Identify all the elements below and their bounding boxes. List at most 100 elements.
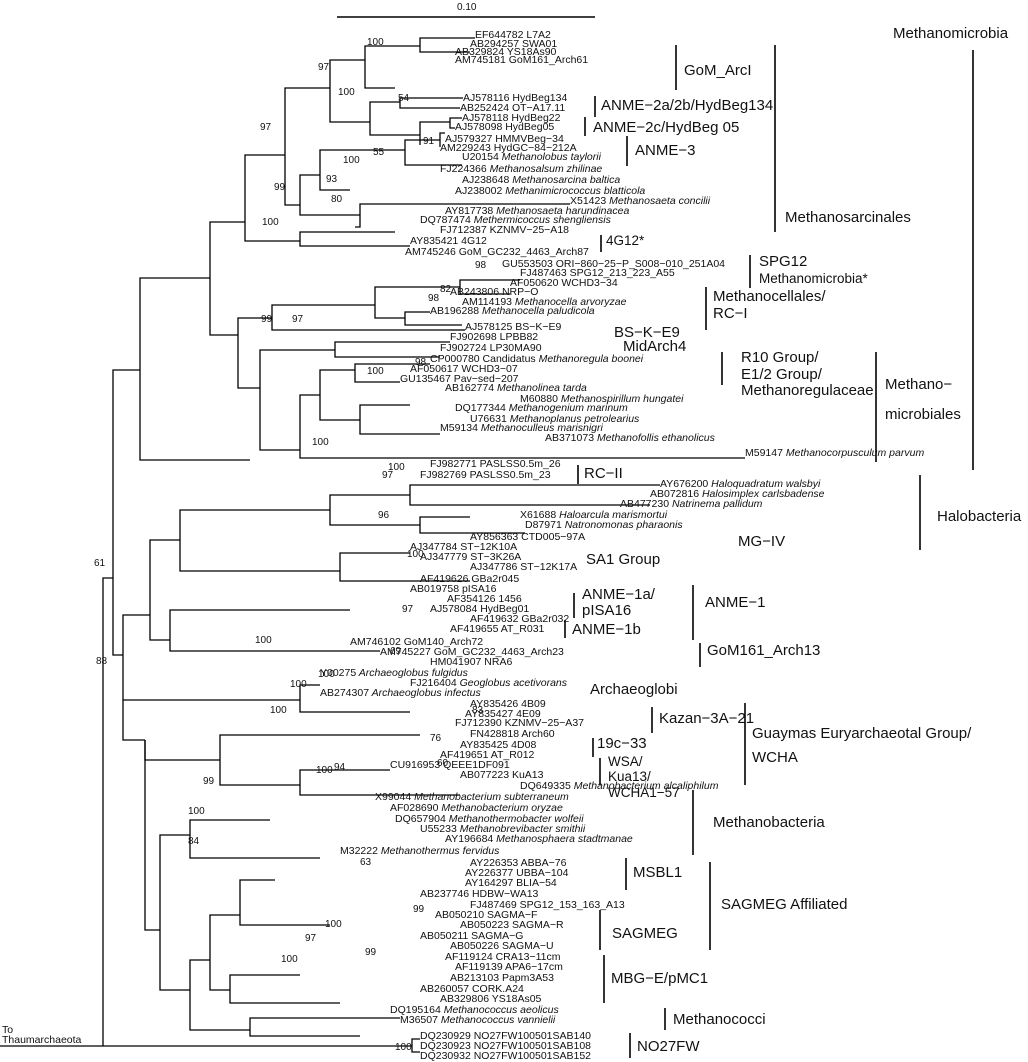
- leaf-label: GU135467 Pav−sed−207: [400, 373, 519, 385]
- leaf-label: AB050226 SAGMA−U: [450, 940, 554, 952]
- bootstrap-value: 100: [325, 919, 342, 930]
- leaf-label: CU916953 QEEE1DF091: [390, 759, 510, 771]
- leaf-label: X61688 Haloarcula marismortui: [520, 509, 668, 521]
- clade-label: 4G12*: [606, 233, 645, 248]
- leaf-label: AF419626 GBa2r045: [420, 573, 519, 585]
- leaf-label: AB162774 Methanolinea tarda: [445, 382, 587, 394]
- leaf-label: FJ982769 PASLSS0.5m_23: [420, 469, 551, 481]
- leaf-label: DQ177344 Methanogenium marinum: [455, 402, 628, 414]
- leaf-label: X51423 Methanosaeta concilii: [570, 195, 711, 207]
- leaf-label: AB274307 Archaeoglobus infectus: [320, 687, 481, 699]
- leaf-label: U20154 Methanolobus taylorii: [462, 151, 602, 163]
- leaf-label: AJ578118 HydBeg22: [462, 112, 561, 124]
- bootstrap-value: 61: [94, 558, 106, 569]
- leaf-label: M32222 Methanothermus fervidus: [340, 845, 500, 857]
- leaf-label: D87971 Natronomonas pharaonis: [525, 519, 683, 531]
- leaf-label: FJ902698 LPBB82: [450, 331, 538, 343]
- leaf-label: AF419632 GBa2r032: [470, 613, 569, 625]
- clade-label: E1/2 Group/: [741, 366, 823, 383]
- clade-label: SA1 Group: [586, 551, 660, 568]
- clade-label: WCHA1−57: [608, 785, 680, 800]
- leaf-label: DQ657904 Methanothermobacter wolfeii: [395, 813, 584, 825]
- leaf-label: AB329824 YS18As90: [455, 46, 557, 58]
- leaf-label: AF050617 WCHD3−07: [410, 363, 518, 375]
- leaf-label: AB260057 CORK.A24: [420, 983, 524, 995]
- leaf-label: AJ347779 ST−3K26A: [420, 551, 521, 563]
- leaf-label: AB477230 Natrinema pallidum: [620, 498, 763, 510]
- clade-label: Halobacteria: [937, 508, 1022, 525]
- bootstrap-value: 82: [440, 284, 452, 295]
- leaf-label: DQ649335 Methanobacterium alcaliphilum: [520, 780, 719, 792]
- bootstrap-value: 100: [255, 635, 272, 646]
- bootstrap-value: 100: [343, 155, 360, 166]
- bootstrap-value: 100: [407, 549, 424, 560]
- bootstrap-value: 84: [188, 836, 200, 847]
- clade-label: pISA16: [582, 602, 631, 619]
- leaf-label: AB329806 YS18As05: [440, 993, 542, 1005]
- leaf-label: AB050223 SAGMA−R: [460, 919, 564, 931]
- leaf-label: AB294257 SWA01: [470, 38, 557, 50]
- bootstrap-value: 99: [413, 904, 425, 915]
- leaf-label: CP000780 Candidatus Methanoregula boonei: [430, 353, 644, 365]
- leaf-label: AB237746 HDBW−WA13: [420, 888, 539, 900]
- bootstrap-value: 91: [423, 136, 435, 147]
- leaf-label: FJ487469 SPG12_153_163_A13: [470, 899, 625, 911]
- bootstrap-value: 100: [312, 437, 329, 448]
- scale-bar-label: 0.10: [457, 2, 477, 13]
- clade-bars: [564, 45, 974, 1058]
- leaf-label: AM114193 Methanocella arvoryzae: [462, 296, 627, 308]
- leaf-label: AM746102 GoM140_Arch72: [350, 636, 483, 648]
- bootstrap-value: 54: [398, 93, 410, 104]
- bootstrap-value: 96: [378, 510, 390, 521]
- leaf-label: AJ238002 Methanimicrococcus blatticola: [455, 185, 645, 197]
- bootstrap-value: 100: [318, 669, 335, 680]
- leaf-label: AJ578084 HydBeg01: [430, 603, 529, 615]
- bootstrap-value: 60: [437, 758, 449, 769]
- bootstrap-value: 97: [382, 470, 394, 481]
- leaf-label: AB019758 pISA16: [410, 583, 497, 595]
- leaf-label: FJ224366 Methanosalsum zhilinae: [440, 163, 602, 175]
- clade-label: MBG−E/pMC1: [611, 970, 708, 987]
- leaf-label: DQ230932 NO27FW100501SAB152: [420, 1050, 591, 1062]
- leaf-label: DQ787474 Methermicoccus shengliensis: [420, 214, 612, 226]
- bootstrap-value: 97: [292, 314, 304, 325]
- clade-label: RC−II: [584, 465, 623, 482]
- leaf-label: AF028690 Methanobacterium oryzae: [390, 802, 563, 814]
- leaf-label: AJ578098 HydBeg05: [455, 121, 554, 133]
- clade-label: GoM161_Arch13: [707, 642, 820, 659]
- leaf-label: FN428818 Arch60: [470, 728, 555, 740]
- leaf-label: AB213103 Papm3A53: [450, 972, 554, 984]
- bootstrap-value: 76: [430, 733, 442, 744]
- leaf-label: EF644782 L7A2: [475, 29, 551, 41]
- outgroup-label: To: [2, 1024, 13, 1036]
- leaf-label: AY856363 CTD005−97A: [470, 531, 585, 543]
- clade-label: 19c−33: [597, 735, 647, 752]
- clade-label: BS−K−E9: [614, 324, 680, 341]
- leaf-label: AF419651 AT_R012: [440, 749, 535, 761]
- clade-label: GoM_ArcI: [684, 62, 752, 79]
- bootstrap-value: 100: [338, 87, 355, 98]
- clade-label: ANME−1a/: [582, 586, 656, 603]
- leaf-label: AY835426 4B09: [470, 698, 546, 710]
- clade-label: MidArch4: [623, 338, 686, 355]
- leaf-label: AB243806 NRP−O: [450, 286, 538, 298]
- bootstrap-value: 97: [260, 122, 272, 133]
- leaf-label: FJ712390 KZNMV−25−A37: [455, 717, 584, 729]
- clade-label: Methanomicrobia: [893, 25, 1009, 42]
- bootstrap-value: 83: [472, 705, 484, 716]
- bootstrap-value: 100: [367, 37, 384, 48]
- clade-label: Methanocellales/: [713, 288, 826, 305]
- bootstrap-value: 99: [261, 314, 273, 325]
- bootstrap-value: 99: [365, 947, 377, 958]
- leaf-label: M59134 Methanoculleus marisnigri: [440, 422, 604, 434]
- leaf-label: AJ347786 ST−12K17A: [470, 561, 577, 573]
- leaf-label: AY164297 BLIA−54: [465, 877, 557, 889]
- bootstrap-value: 100: [316, 765, 333, 776]
- leaf-label: AM745227 GoM_GC232_4463_Arch23: [380, 646, 564, 658]
- clade-label: Guaymas Euryarchaeotal Group/: [752, 725, 972, 742]
- leaf-label: DQ230929 NO27FW100501SAB140: [420, 1030, 591, 1042]
- leaf-label: AY196684 Methanosphaera stadtmanae: [445, 833, 633, 845]
- bootstrap-value: 100: [367, 366, 384, 377]
- bootstrap-value: 55: [373, 147, 385, 158]
